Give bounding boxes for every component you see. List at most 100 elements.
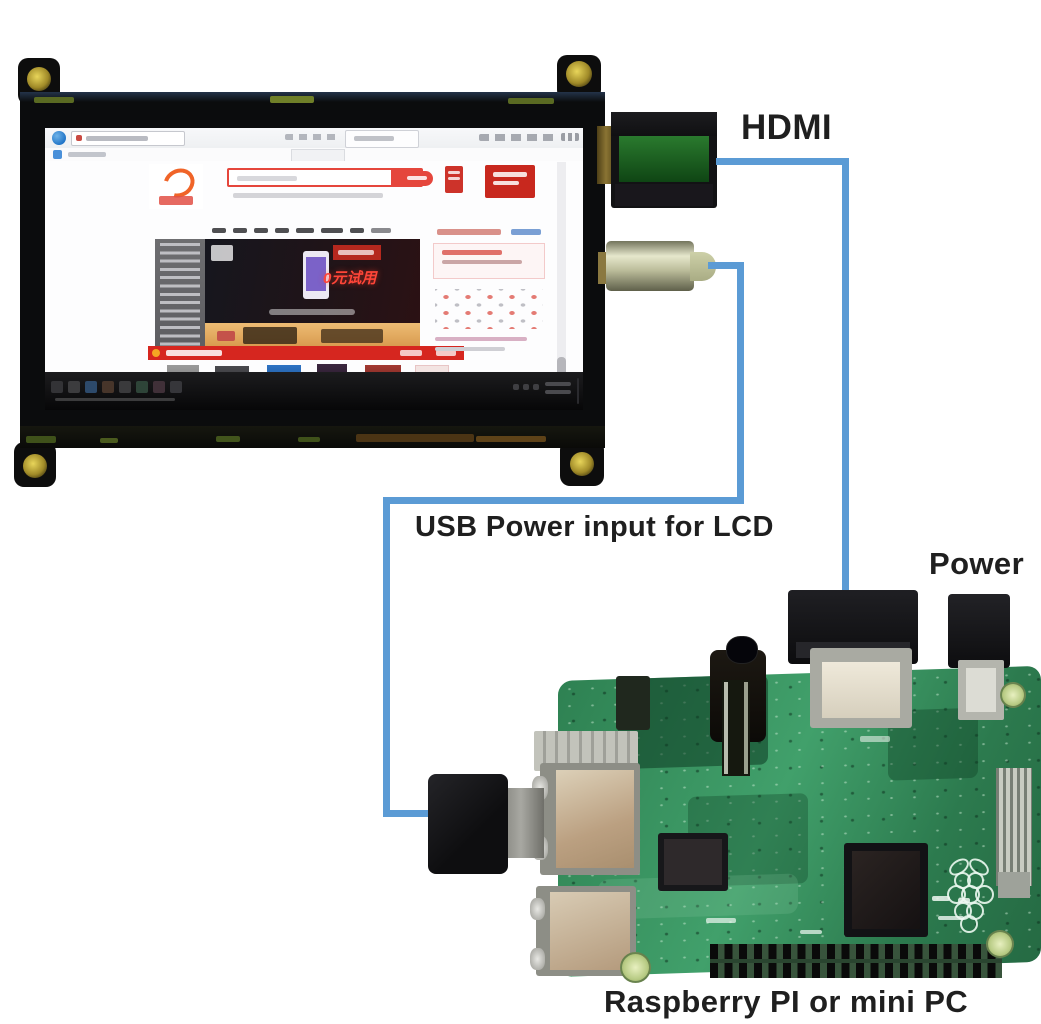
csi-edge: [724, 682, 728, 774]
hdmi-plug-green-panel: [619, 136, 709, 182]
port-pin: [532, 836, 548, 860]
site-logo: [149, 162, 203, 209]
promo-text-blur: [493, 172, 527, 177]
taskbar-icon: [170, 381, 182, 393]
card-text-blur: [442, 250, 502, 255]
chip-sheen: [852, 851, 920, 929]
pi-power-port: [958, 660, 1004, 720]
nav-link-blur: [371, 228, 391, 233]
scrollbar: [557, 162, 566, 404]
hdmi-plug-top-band: [611, 112, 717, 136]
taskbar-label-blur: [55, 398, 175, 401]
strip-text-blur: [400, 350, 422, 356]
av-jack: [710, 650, 766, 742]
taskbar-icon: [102, 381, 114, 393]
tab-title-blur: [354, 136, 394, 141]
sub-banner-red-mark: [217, 331, 235, 341]
strip-text-blur: [436, 350, 456, 356]
usb-cable-line-v1: [737, 262, 744, 504]
taskbar: [45, 372, 583, 410]
hdmi-cable-plug: [788, 590, 918, 664]
red-announcement-strip: [148, 346, 464, 360]
tray-icon: [533, 384, 539, 390]
pcb-dark-patch: [888, 707, 978, 781]
dsi-flex-connector: [996, 768, 1032, 886]
port-face: [822, 662, 900, 718]
usb-power-label: USB Power input for LCD: [415, 511, 774, 543]
rightcol-text-blur: [435, 347, 505, 351]
mounting-hole: [1000, 682, 1026, 708]
pcb-edge-slot: [508, 98, 554, 104]
nav-link-blur: [296, 228, 314, 233]
icon-grid-blur: [435, 289, 543, 329]
webpage: 0元试用: [45, 161, 583, 404]
pcb-dark-patch: [688, 793, 808, 887]
nav-link-blur: [321, 228, 343, 233]
usb-stack-metal-top: [534, 731, 638, 771]
port-face: [966, 668, 996, 712]
lcd-display-module: 0元试用: [0, 0, 660, 500]
register-text-blur: [511, 229, 541, 235]
screw-icon: [570, 452, 594, 476]
banner-phone-image: [303, 251, 329, 299]
hdmi-plug-collar: [597, 126, 615, 184]
hdmi-label: HDMI: [741, 108, 833, 147]
silkscreen-mark: [938, 916, 964, 920]
banner-promo-text: 0元试用: [323, 270, 377, 287]
silkscreen-mark: [800, 930, 822, 934]
taskbar-icon: [136, 381, 148, 393]
pcb-edge-slot: [34, 97, 74, 103]
power-label: Power: [929, 546, 1025, 581]
header-red-pill: [401, 171, 433, 186]
clock-blur: [545, 382, 571, 386]
flex-stripes: [996, 768, 1032, 886]
favorites-bar: [45, 148, 583, 162]
mount-tab-bottom-left: [14, 442, 56, 487]
favorite-icon: [53, 150, 62, 159]
pill-text-blur: [407, 176, 427, 180]
lcd-usb-power-port: [598, 241, 716, 291]
sub-banner: [205, 323, 420, 347]
nav-link-blur: [233, 228, 247, 233]
nav-link-blur: [254, 228, 268, 233]
lcd-screen: 0元试用: [45, 128, 583, 410]
login-text-blur: [437, 229, 501, 235]
hdmi-cable-line-v: [842, 158, 849, 598]
tray-icon: [523, 384, 529, 390]
gpio-header: [710, 944, 1002, 978]
address-bar: [71, 131, 185, 146]
usb-cable-line-h2: [383, 497, 744, 504]
raspberry-pi-label: Raspberry PI or mini PC: [604, 984, 969, 1019]
clock-blur: [545, 390, 571, 394]
csi-connector: [722, 680, 750, 776]
usb-cable-plug-shell: [498, 788, 544, 858]
plug-band: [796, 642, 910, 658]
flex-cap: [998, 872, 1030, 898]
port-face: [550, 892, 630, 970]
pi-pcb: [558, 665, 1041, 977]
url-text-blur: [86, 136, 148, 141]
port-pin: [530, 898, 545, 920]
taskbar-icon: [68, 381, 80, 393]
product-silhouette: [243, 327, 297, 344]
banner-caption-blur: [269, 309, 355, 315]
hero-banner: 0元试用: [205, 239, 420, 323]
card-text-blur: [442, 260, 522, 264]
power-cable-plug: [948, 594, 1010, 668]
usb-cable-line-v2: [383, 497, 390, 817]
pcb-edge-slot: [26, 436, 56, 443]
usb-cable-line-h1: [708, 262, 744, 269]
pcb-edge-slot: [270, 96, 314, 103]
taskbar-icon: [85, 381, 97, 393]
browser-toolbar: [45, 128, 583, 149]
menu-text-blur: [479, 134, 557, 141]
promo-text-blur: [493, 181, 519, 185]
lcd-hdmi-port: [597, 112, 717, 208]
login-card: [433, 243, 545, 279]
search-bar: [227, 168, 423, 187]
screw-icon: [566, 61, 592, 87]
nav-link-blur: [350, 228, 364, 233]
lan-controller-chip: [658, 833, 728, 891]
port-pin: [530, 948, 545, 970]
